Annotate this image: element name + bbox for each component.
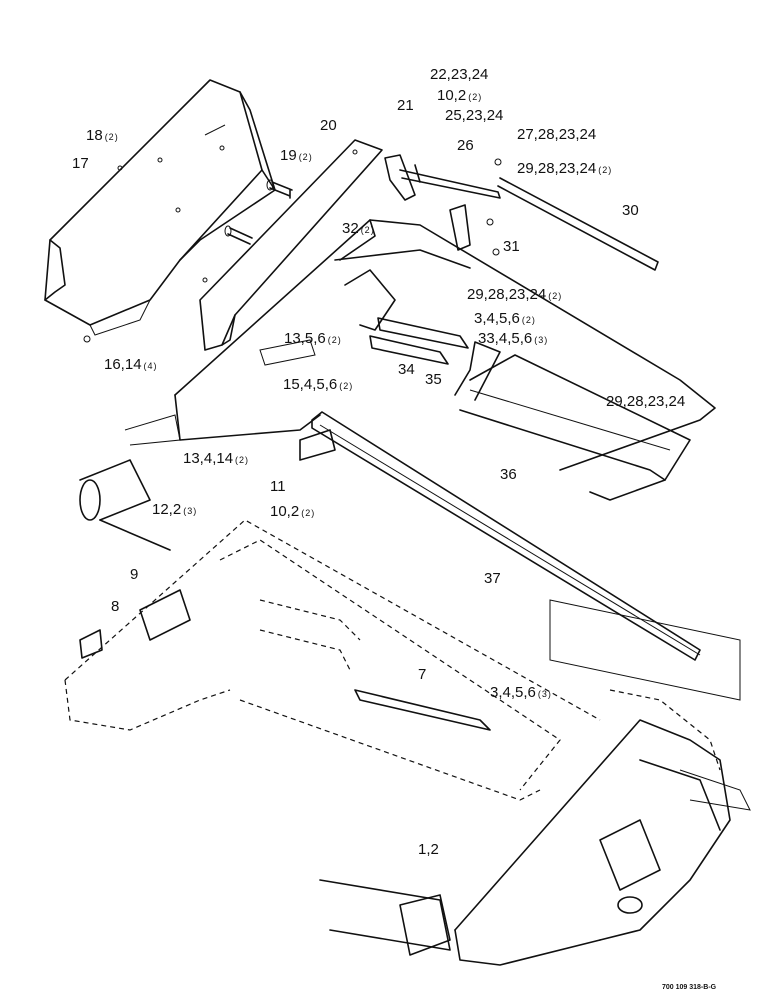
callout-34: 34 — [398, 361, 415, 378]
callout-10-2-top: 10,2(2) — [437, 87, 483, 104]
callout-7: 7 — [418, 666, 427, 683]
callout-29-28-23-24-right: 29,28,23,24 — [606, 393, 686, 410]
callout-3-4-5-6-top: 3,4,5,6(2) — [474, 310, 536, 327]
callout-26: 26 — [457, 137, 474, 154]
bar-part-37 — [311, 411, 701, 661]
callout-31: 31 — [503, 238, 520, 255]
callout-10-2-bottom: 10,2(2) — [270, 503, 316, 520]
drawing-number: 700 109 318-B-G — [662, 984, 717, 991]
callout-37: 37 — [484, 570, 501, 587]
gear-housing — [454, 719, 751, 966]
shield-part-20 — [199, 139, 383, 351]
callout-13-5-6: 13,5,6(2) — [284, 330, 342, 347]
callout-13-4-14: 13,4,14(2) — [183, 450, 250, 467]
callout-35: 35 — [425, 371, 442, 388]
callout-29-28-23-24-top: 29,28,23,24(2) — [517, 160, 613, 177]
callout-30: 30 — [622, 202, 639, 219]
callout-9: 9 — [130, 566, 139, 583]
callout-16-14: 16,14(4) — [104, 356, 158, 373]
callout-12-2: 12,2(3) — [152, 501, 198, 518]
callout-11: 11 — [270, 478, 286, 495]
lower-frame — [64, 519, 741, 801]
callout-1-2: 1,2 — [418, 841, 439, 858]
callout-21: 21 — [397, 97, 414, 114]
callout-22-23-24: 22,23,24 — [430, 66, 489, 83]
upper-frame — [124, 219, 716, 501]
callout-32: 32(2) — [342, 220, 375, 237]
callout-27-28-23-24: 27,28,23,24 — [517, 126, 597, 143]
callout-8: 8 — [111, 598, 120, 615]
shield-part-17 — [44, 79, 276, 343]
callout-33-4-5-6: 33,4,5,6(3) — [478, 330, 549, 347]
callout-20: 20 — [320, 117, 337, 134]
linkage-brackets — [384, 154, 659, 271]
callout-29-28-23-24-mid: 29,28,23,24(2) — [467, 286, 563, 303]
callout-25-23-24: 25,23,24 — [445, 107, 504, 124]
callout-3-4-5-6-bottom: 3,4,5,6(3) — [490, 684, 552, 701]
callout-18: 18(2) — [86, 127, 119, 144]
callout-17: 17 — [72, 155, 89, 172]
tube-part-1 — [319, 879, 451, 956]
callout-36: 36 — [500, 466, 517, 483]
spacer-part-19 — [224, 179, 293, 245]
tube-part-9 — [79, 459, 171, 551]
callout-15-4-5-6: 15,4,5,6(2) — [283, 376, 354, 393]
callout-19: 19(2) — [280, 147, 313, 164]
